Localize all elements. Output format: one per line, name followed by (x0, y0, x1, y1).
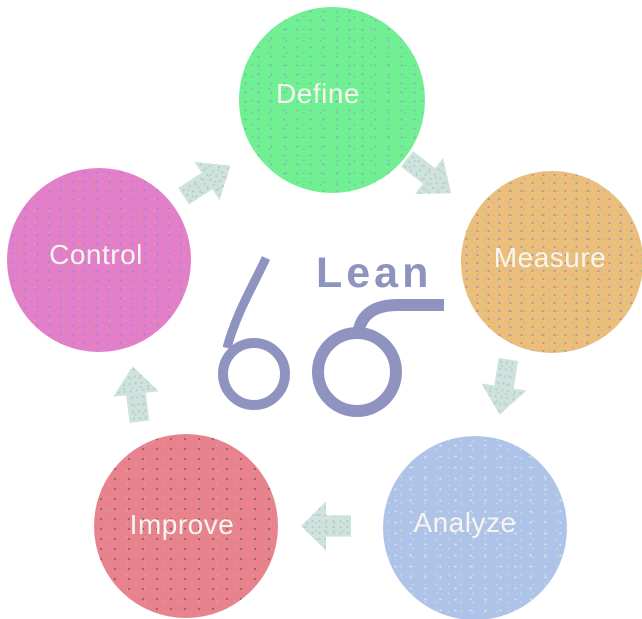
arrow-measure-to-analyze-icon (474, 355, 534, 418)
sigma-glyph-bar (352, 299, 444, 336)
stage-label-measure: Measure (493, 242, 607, 273)
arrow-control-to-define-icon (169, 144, 244, 218)
stage-label-control: Control (49, 239, 143, 270)
six-glyph-stem (222, 256, 271, 350)
stage-label-analyze: Analyze (413, 507, 517, 538)
six-glyph-bowl (218, 338, 290, 410)
stage-circle-improve: Improve (94, 434, 278, 618)
lean-wordmark: Lean (316, 249, 433, 297)
stage-label-define: Define (276, 78, 360, 109)
arrow-analyze-to-improve-icon (301, 498, 351, 554)
stage-circle-analyze: Analyze (383, 436, 567, 619)
stage-circle-measure: Measure (461, 171, 642, 353)
sigma-glyph-bowl (312, 327, 402, 417)
stage-circle-define: Define (239, 7, 425, 193)
arrow-improve-to-control-icon (107, 363, 165, 425)
stage-label-improve: Improve (129, 509, 235, 540)
stage-circle-control: Control (7, 168, 191, 352)
